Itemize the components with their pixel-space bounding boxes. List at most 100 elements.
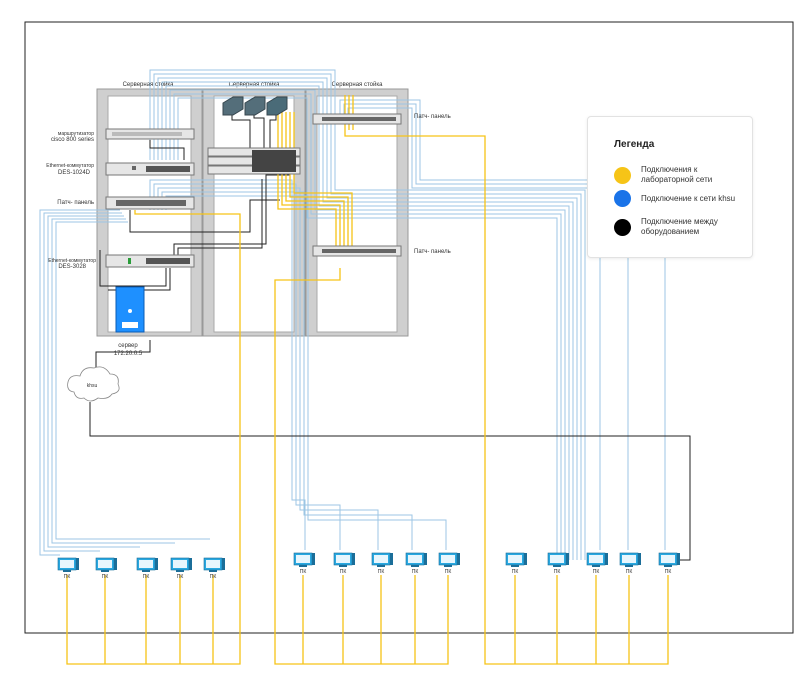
stand-icon bbox=[299, 565, 307, 567]
pc-workstation: ПК bbox=[293, 552, 315, 575]
pc-label: ПК bbox=[412, 569, 419, 575]
legend-title: Легенда bbox=[614, 139, 655, 150]
patch-panel-right-bottom bbox=[312, 245, 402, 257]
screen-icon bbox=[441, 555, 455, 563]
pc-workstation: ПК bbox=[170, 557, 192, 580]
screen-icon bbox=[622, 555, 636, 563]
switch1-label-2: DES-1024D bbox=[58, 170, 91, 176]
pc-label: ПК bbox=[64, 574, 71, 580]
server-tower bbox=[115, 286, 145, 333]
stand-icon bbox=[444, 565, 452, 567]
screen-icon bbox=[508, 555, 522, 563]
stand-icon bbox=[209, 570, 217, 572]
screen-icon bbox=[60, 560, 74, 568]
pc-workstation: ПК bbox=[371, 552, 393, 575]
legend-item-label: Подключение к сети khsu bbox=[641, 193, 736, 203]
stand-icon bbox=[553, 565, 561, 567]
screen-icon bbox=[173, 560, 187, 568]
rack-2-title: Серверная стойка bbox=[229, 81, 280, 88]
stand-icon bbox=[625, 565, 633, 567]
stand-icon bbox=[63, 570, 71, 572]
tower-icon bbox=[605, 553, 608, 565]
pc-label: ПК bbox=[512, 569, 519, 575]
tower-icon bbox=[352, 553, 355, 565]
pc-label: ПК bbox=[665, 569, 672, 575]
stand-icon bbox=[377, 565, 385, 567]
cloud-label: khsu bbox=[87, 383, 98, 389]
pc-workstation: ПК bbox=[405, 552, 427, 575]
pc-workstation: ПК bbox=[203, 557, 225, 580]
server-label-1: сервер bbox=[118, 343, 138, 349]
patch-panel-left bbox=[105, 196, 195, 210]
legend-box: Легенда Подключения к лабораторной сети … bbox=[587, 116, 753, 258]
screen-icon bbox=[336, 555, 350, 563]
tower-icon bbox=[114, 558, 117, 570]
pc-workstation: ПК bbox=[658, 552, 680, 575]
stand-icon bbox=[592, 565, 600, 567]
legend-item-lab: Подключения к лабораторной сети bbox=[614, 165, 736, 185]
screen-icon bbox=[550, 555, 564, 563]
tower-icon bbox=[457, 553, 460, 565]
legend-item-label: Подключения к лабораторной сети bbox=[641, 165, 713, 184]
tower-icon bbox=[677, 553, 680, 565]
screen-icon bbox=[139, 560, 153, 568]
switch2-label-1: Ethernet-коммутатор bbox=[48, 258, 96, 264]
screen-icon bbox=[296, 555, 310, 563]
rack-3 bbox=[305, 88, 409, 337]
screen-icon bbox=[661, 555, 675, 563]
pc-label: ПК bbox=[593, 569, 600, 575]
rack-1-title: Серверная стойка bbox=[123, 81, 174, 88]
screen-icon bbox=[589, 555, 603, 563]
switch2-label-2: DES-3028 bbox=[58, 264, 86, 270]
blue-dot-icon bbox=[614, 190, 631, 207]
pc-label: ПК bbox=[554, 569, 561, 575]
tower-icon bbox=[155, 558, 158, 570]
switch-des3028 bbox=[105, 254, 195, 268]
legend-item-label: Подключение между оборудованием bbox=[641, 217, 718, 236]
pc-label: ПК bbox=[626, 569, 633, 575]
pc-label: ПК bbox=[102, 574, 109, 580]
tower-icon bbox=[312, 553, 315, 565]
tower-icon bbox=[390, 553, 393, 565]
tower-icon bbox=[638, 553, 641, 565]
patch-left-label: Патч- панель bbox=[57, 200, 94, 206]
tower-icon bbox=[566, 553, 569, 565]
server-label-2: 172.20.0.5 bbox=[114, 351, 143, 357]
router-label-2: cisco 800 series bbox=[51, 137, 94, 143]
pc-label: ПК bbox=[300, 569, 307, 575]
pc-label: ПК bbox=[177, 574, 184, 580]
tower-icon bbox=[189, 558, 192, 570]
legend-item-equipment: Подключение между оборудованием bbox=[614, 217, 736, 237]
tower-icon bbox=[424, 553, 427, 565]
router-device bbox=[105, 128, 195, 140]
switch-stack bbox=[207, 147, 301, 175]
screen-icon bbox=[374, 555, 388, 563]
pc-label: ПК bbox=[378, 569, 385, 575]
yellow-dot-icon bbox=[614, 166, 631, 184]
pc-workstation: ПК bbox=[95, 557, 117, 580]
stand-icon bbox=[664, 565, 672, 567]
screen-icon bbox=[408, 555, 422, 563]
patch-right-top-label: Патч- панель bbox=[414, 114, 451, 120]
patch-panel-right-top bbox=[312, 113, 402, 125]
pc-workstation: ПК bbox=[333, 552, 355, 575]
pc-workstation: ПК bbox=[505, 552, 527, 575]
screen-icon bbox=[98, 560, 112, 568]
tower-icon bbox=[222, 558, 225, 570]
diagram-frame bbox=[24, 21, 794, 634]
stand-icon bbox=[511, 565, 519, 567]
patch-right-bottom-label: Патч- панель bbox=[414, 249, 451, 255]
tower-icon bbox=[524, 553, 527, 565]
pc-workstation: ПК bbox=[619, 552, 641, 575]
pc-workstation: ПК bbox=[136, 557, 158, 580]
black-dot-icon bbox=[614, 218, 631, 236]
storage-units bbox=[222, 96, 288, 116]
switch-des1024d bbox=[105, 162, 195, 176]
stand-icon bbox=[101, 570, 109, 572]
pc-workstation: ПК bbox=[547, 552, 569, 575]
stand-icon bbox=[176, 570, 184, 572]
legend-item-khsu: Подключение к сети khsu bbox=[614, 190, 736, 207]
pc-label: ПК bbox=[340, 569, 347, 575]
